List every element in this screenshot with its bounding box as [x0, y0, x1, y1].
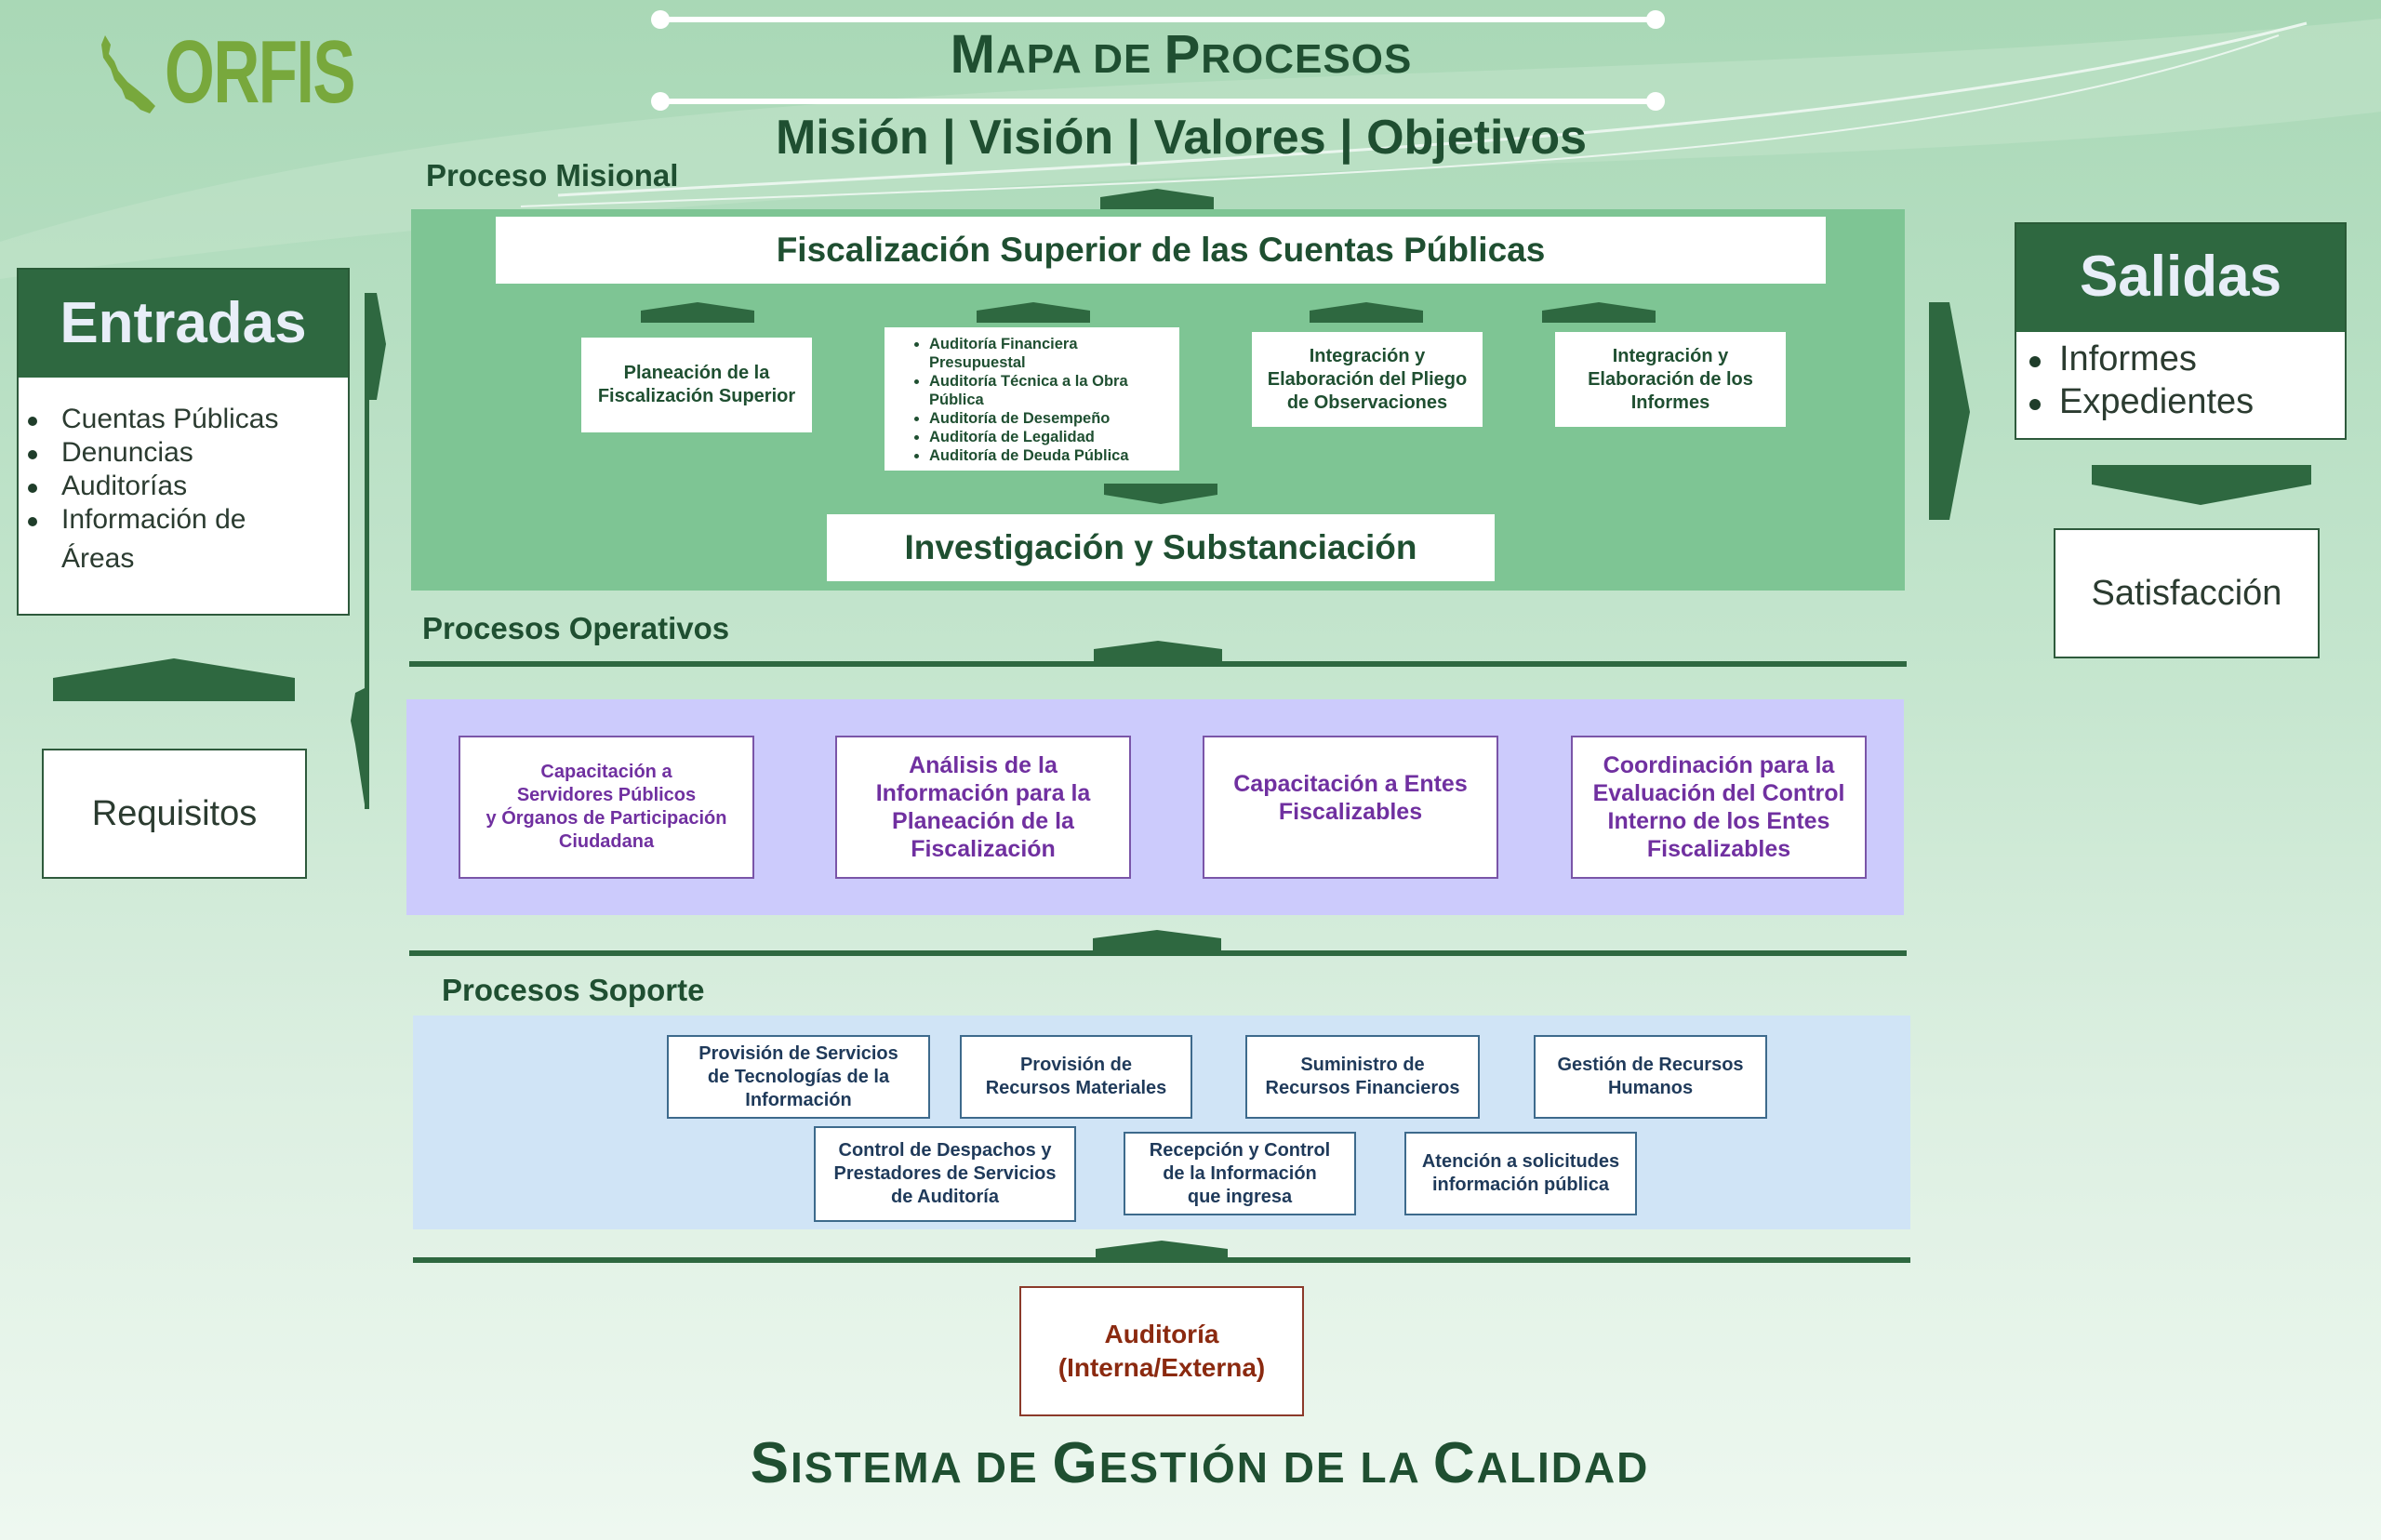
down-arrow-icon: [2092, 465, 2311, 505]
entradas-list: Cuentas Públicas Denuncias Auditorías In…: [17, 378, 350, 616]
auditoria-item: Auditoría de Deuda Pública: [929, 446, 1170, 465]
auditorias-list-box: Auditoría Financiera Presupuestal Audito…: [885, 327, 1179, 471]
auditoria-item: Auditoría de Legalidad: [929, 428, 1170, 446]
up-arrow-icon: [977, 302, 1090, 323]
veracruz-map-icon: [101, 35, 155, 113]
up-arrow-icon: [1094, 641, 1222, 661]
entradas-header: Entradas: [17, 268, 350, 379]
up-arrow-icon: [53, 658, 295, 701]
up-arrow-icon: [1096, 1241, 1228, 1261]
salidas-item: Informes: [2016, 339, 2345, 382]
up-arrow-icon: [1093, 930, 1221, 950]
entradas-to-process-arrow-icon: [351, 293, 386, 809]
up-arrow-icon: [641, 302, 754, 323]
logo-text: ORFIS: [165, 22, 355, 122]
process-to-salidas-arrow-icon: [1929, 302, 1970, 520]
salidas-header: Salidas: [2015, 222, 2347, 334]
salidas-item: Expedientes: [2016, 382, 2345, 425]
salidas-list: Informes Expedientes: [2015, 332, 2347, 440]
page-title: MAPA DE PROCESOS: [950, 24, 1413, 85]
divider-line: [409, 661, 1907, 667]
entradas-item: Auditorías: [19, 471, 348, 504]
auditoria-item: Auditoría de Desempeño: [929, 409, 1170, 428]
operativos-label: Procesos Operativos: [422, 611, 730, 645]
entradas-item: Denuncias: [19, 437, 348, 471]
page-subtitle: Misión | Visión | Valores | Objetivos: [775, 111, 1588, 165]
requisitos-box: Requisitos: [42, 749, 307, 879]
divider-line: [413, 1257, 1910, 1263]
footer-title: SISTEMA DE GESTIÓN DE LA CALIDAD: [750, 1431, 1650, 1495]
entradas-item-continuation: Áreas: [61, 543, 135, 574]
satisfaccion-box: Satisfacción: [2054, 528, 2320, 658]
misional-label: Proceso Misional: [426, 158, 679, 192]
auditoria-item: Auditoría Financiera Presupuestal: [929, 335, 1170, 372]
auditoria-item: Auditoría Técnica a la Obra Pública: [929, 372, 1170, 409]
title-line-bottom: [660, 99, 1656, 104]
entradas-item: Cuentas Públicas: [19, 404, 348, 437]
title-line-dot: [1646, 10, 1665, 29]
up-arrow-icon: [1310, 302, 1423, 323]
title-line-top: [660, 17, 1656, 22]
fiscalizacion-superior-box: Fiscalización Superior de las Cuentas Pú…: [496, 217, 1826, 284]
entradas-item: Información de: [19, 504, 348, 543]
up-arrow-icon: [1542, 302, 1656, 323]
soporte-label: Procesos Soporte: [442, 973, 705, 1007]
auditoria-box: Auditoría(Interna/Externa): [1019, 1286, 1304, 1416]
divider-line: [409, 950, 1907, 956]
title-line-dot: [1646, 92, 1665, 111]
up-arrow-icon: [1100, 189, 1214, 209]
down-arrow-icon: [1104, 484, 1217, 504]
investigacion-box: Investigación y Substanciación: [827, 514, 1495, 581]
orfis-logo: ORFIS: [98, 26, 405, 119]
